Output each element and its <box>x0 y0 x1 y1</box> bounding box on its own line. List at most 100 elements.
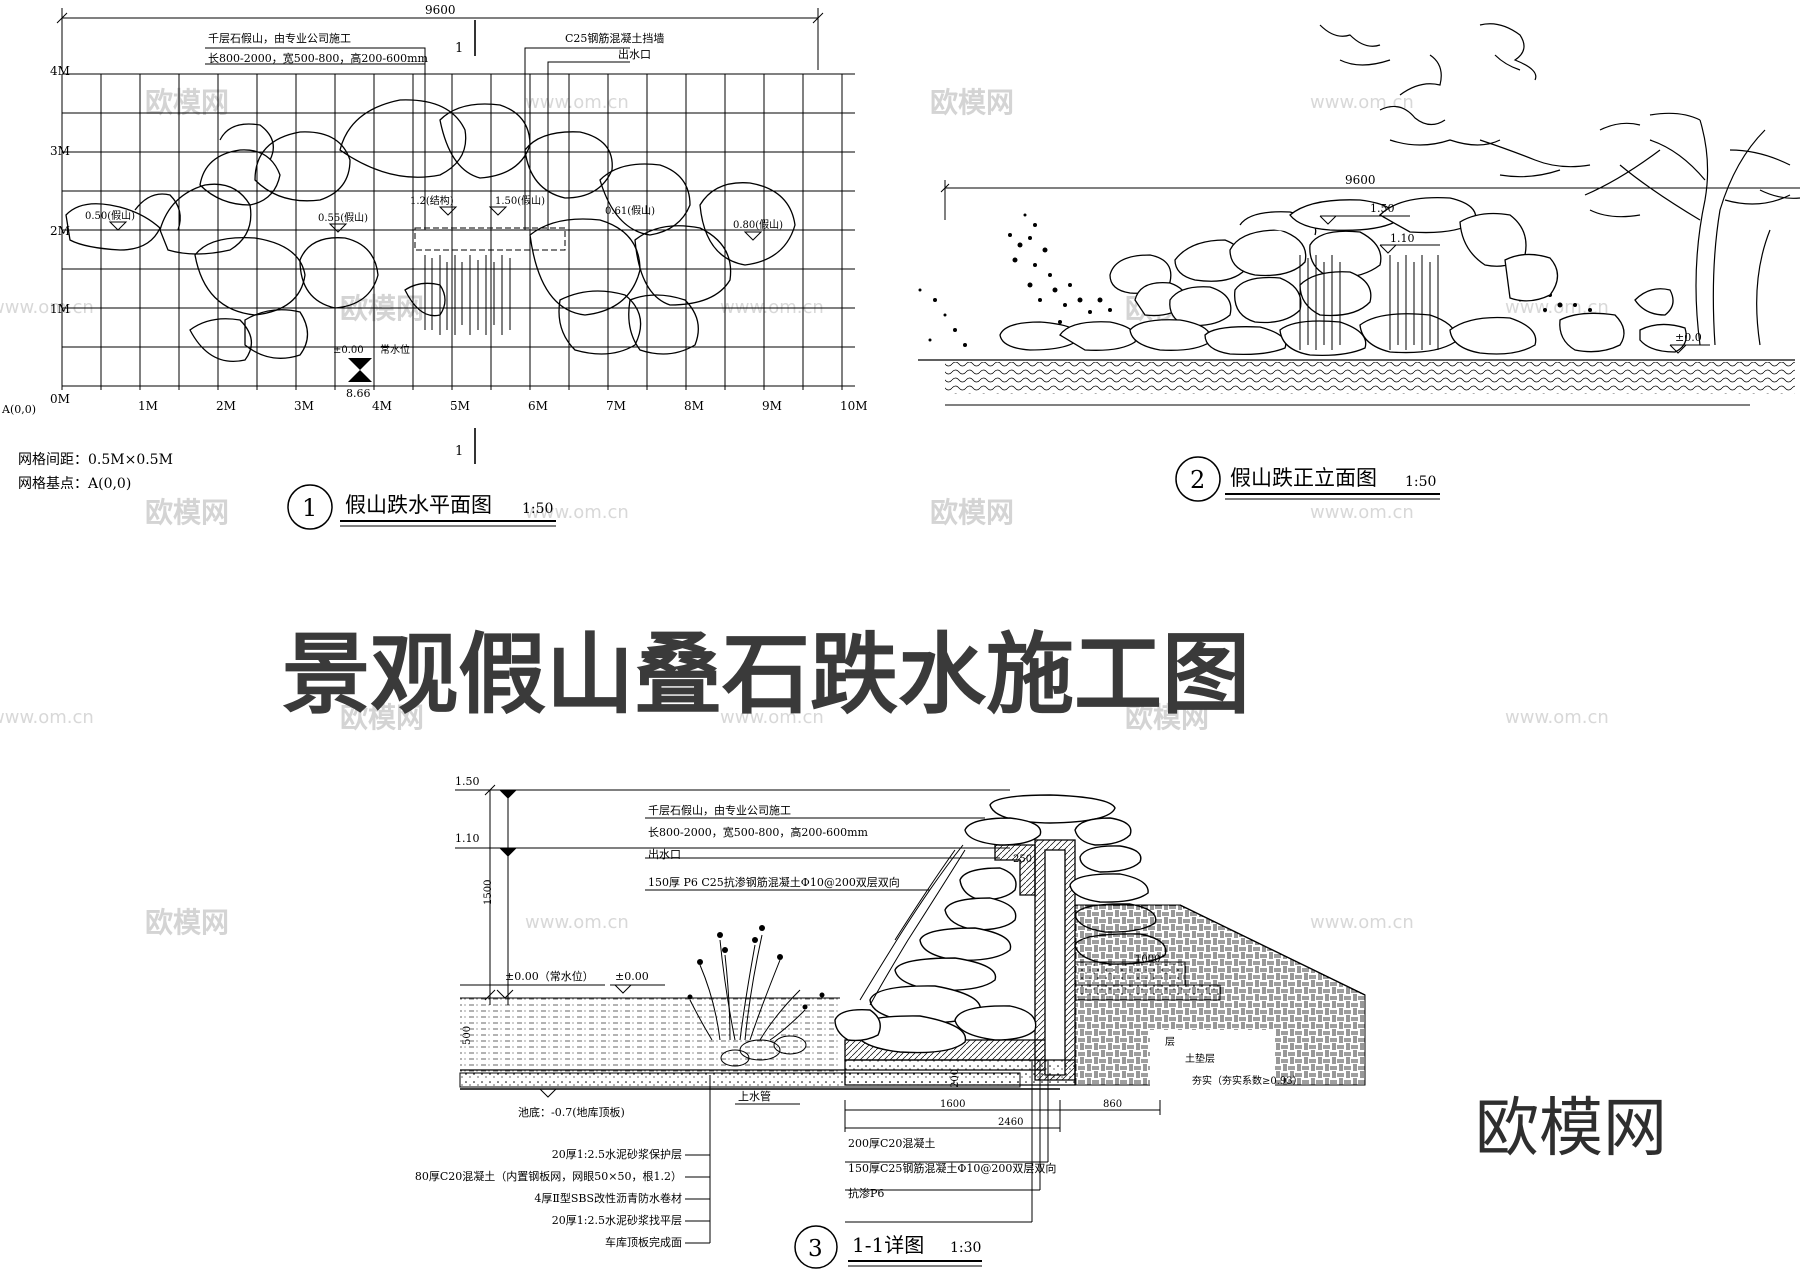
plan-waterfall-lines <box>424 255 511 335</box>
section-dim: 500 <box>462 1026 473 1045</box>
grid-origin-note: 网格基点：A(0,0) <box>18 475 131 492</box>
watermark-url: www.om.cn <box>525 92 629 113</box>
plan-x-tick: 9M <box>762 399 782 413</box>
elevation-drawing: 9600 <box>918 23 1800 502</box>
plan-x-tick: 1M <box>138 399 158 413</box>
sheet-title: 景观假山叠石跌水施工图 <box>282 623 1250 726</box>
elevation-label-circle <box>1175 456 1221 502</box>
plan-structure-outline <box>414 227 566 251</box>
section-rock-note: 出水口 <box>648 847 681 861</box>
section-drawing: 1.50 1.10 1500 ±0.00（常水位） ±0.00 千层石假山，由专… <box>415 775 1366 1269</box>
section-dim: 1000 <box>1135 954 1160 965</box>
elevation-waterfall <box>1299 255 1439 350</box>
section-bottom-dims <box>844 1060 1161 1223</box>
pump-value: 8.66 <box>346 387 371 400</box>
plan-elev-label: 1.50(假山) <box>495 194 545 207</box>
section-level-lines <box>455 784 1010 1005</box>
plan-x-tick: 2M <box>216 399 236 413</box>
section-rock-note: 千层石假山，由专业公司施工 <box>648 803 791 817</box>
section-label-number: 3 <box>808 1236 823 1262</box>
plan-rock-size-note: 长800-2000，宽500-800，高200-600mm <box>208 51 429 65</box>
elevation-overall-dim: 9600 <box>1345 173 1376 187</box>
plan-elev-label: 0.50(假山) <box>85 209 135 222</box>
elevation-level: ±0.0 <box>1675 331 1702 344</box>
section-dim: 200 <box>950 1069 961 1088</box>
watermark-url: www.om.cn <box>720 707 824 728</box>
section-dim: 250 <box>1013 854 1032 865</box>
plan-y-tick: 0M <box>50 392 70 406</box>
watermark-url: www.om.cn <box>1310 502 1414 523</box>
plan-rock-note: 千层石假山，由专业公司施工 <box>208 31 351 45</box>
soil-note: 夯实（夯实系数≥0.93） <box>1192 1074 1303 1087</box>
section-title-block: 3 1-1详图 1:30 <box>794 1225 982 1269</box>
watermark-text: 欧模网 <box>930 496 1014 529</box>
watermark-layer: 欧模网 www.om.cn 欧模网 www.om.cn 欧模网 www.om.c… <box>0 86 1609 939</box>
base-note: 抗渗P6 <box>848 1186 884 1200</box>
plan-y-tick: 4M <box>50 64 70 78</box>
section-title: 1-1详图 <box>852 1233 924 1257</box>
plan-dimension <box>56 8 824 70</box>
elevation-level: 1.50 <box>1370 202 1395 215</box>
plan-x-tick: 4M <box>372 399 392 413</box>
plan-rock-outlines <box>65 99 796 362</box>
watermark-url: www.om.cn <box>1505 707 1609 728</box>
plan-x-tick: 5M <box>450 399 470 413</box>
watermark-text: 欧模网 <box>145 496 229 529</box>
plan-y-tick: 2M <box>50 224 70 238</box>
plan-x-axis-labels: 1M 2M 3M 4M 5M 6M 7M 8M 9M 10M <box>138 399 868 413</box>
pool-water <box>460 998 840 1073</box>
watermark-url: www.om.cn <box>0 707 94 728</box>
tree-illustration <box>1319 23 1800 346</box>
elevation-label-number: 2 <box>1190 466 1205 494</box>
plan-elevation-labels: 0.50(假山) 0.55(假山) 1.2(结构) 1.50(假山) 0.61(… <box>85 194 783 356</box>
plan-y-tick: 3M <box>50 144 70 158</box>
elevation-title: 假山跌正立面图 <box>1230 466 1377 490</box>
section-level: 1.50 <box>455 775 480 788</box>
plan-x-tick: 10M <box>840 399 868 413</box>
plan-grid <box>61 73 855 390</box>
plan-elev-label: 0.55(假山) <box>318 211 368 224</box>
plan-wall-note: C25钢筋混凝土挡墙 <box>565 31 664 45</box>
plan-leaders <box>205 25 630 230</box>
watermark-url: www.om.cn <box>525 912 629 933</box>
section-rock-note: 150厚 P6 C25抗渗钢筋混凝土Φ10@200双层双向 <box>648 875 900 889</box>
section-dim-height: 1500 <box>483 880 494 905</box>
pond-flower-heads <box>687 925 825 1010</box>
section-dim: 1600 <box>940 1099 965 1110</box>
plan-outlet-note: 出水口 <box>618 47 651 61</box>
elevation-level: 1.10 <box>1390 232 1415 245</box>
layer-note: 20厚1:2.5水泥砂浆找平层 <box>552 1213 682 1227</box>
section-dim: 860 <box>1103 1099 1122 1110</box>
plan-elev-label: 0.61(假山) <box>605 204 655 217</box>
soil-note: 土垫层 <box>1185 1052 1215 1065</box>
plan-title-block: 1 假山跌水平面图 1:50 <box>287 484 556 530</box>
plan-x-tick: 7M <box>606 399 626 413</box>
soil-note: 层 <box>1165 1036 1175 1048</box>
plan-y-axis-labels: 4M 3M 2M 1M 0M <box>50 64 70 406</box>
brand-logo-text: 欧模网 <box>1475 1092 1667 1166</box>
watermark-text: 欧模网 <box>1125 701 1209 734</box>
pump-symbol <box>348 358 372 382</box>
pond-plants <box>689 934 807 1067</box>
elevation-title-block: 2 假山跌正立面图 1:50 <box>1175 456 1440 502</box>
plan-elev-label: 常水位 <box>380 343 410 356</box>
watermark-url: www.om.cn <box>0 297 94 318</box>
section-rock-note: 长800-2000，宽500-800，高200-600mm <box>648 825 869 839</box>
plan-section-mark-top: 1 <box>455 41 463 56</box>
grid-spacing-note: 网格间距：0.5M×0.5M <box>18 452 173 468</box>
section-rock-notes <box>645 817 1000 891</box>
plan-x-tick: 6M <box>528 399 548 413</box>
plan-overall-dim: 9600 <box>425 3 456 17</box>
plan-section-mark-bottom: 1 <box>455 444 463 459</box>
watermark-text: 欧模网 <box>145 86 229 119</box>
section-level: ±0.00 <box>615 970 649 983</box>
layer-note: 车库顶板完成面 <box>605 1235 682 1249</box>
elevation-ground <box>918 359 1795 406</box>
layer-note: 80厚C20混凝土（内置钢板网，网眼50×50，根1.2） <box>415 1169 682 1183</box>
watermark-text: 欧模网 <box>340 701 424 734</box>
elevation-scale: 1:50 <box>1405 474 1436 490</box>
pool-bottom-label: 池底：-0.7(地库顶板) <box>518 1105 625 1119</box>
base-note: 150厚C25钢筋混凝土Φ10@200双层双向 <box>848 1161 1056 1175</box>
